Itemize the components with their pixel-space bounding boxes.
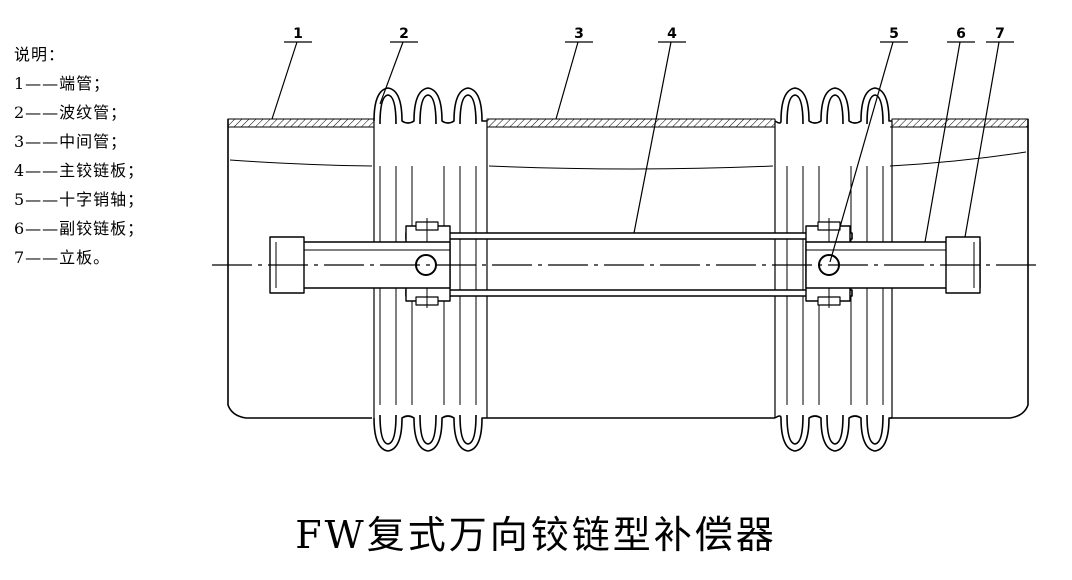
legend-item-1: 1——端管； <box>14 74 111 93</box>
legend-item-2: 2——波纹管； <box>14 103 128 122</box>
middle-pipe <box>486 118 776 419</box>
callout-4: 4 <box>667 26 677 42</box>
leader-lines <box>271 41 1014 263</box>
callout-7: 7 <box>995 26 1005 42</box>
legend-item-6: 6——副铰链板； <box>14 219 145 238</box>
legend: 说明： 1——端管； 2——波纹管； 3——中间管； 4——主铰链板； 5——十… <box>14 40 144 272</box>
right-end-pipe <box>889 118 1029 419</box>
left-bellows <box>373 87 488 452</box>
compensator-drawing: 1 2 3 4 5 6 7 <box>212 26 1042 452</box>
legend-item-5: 5——十字销轴； <box>14 190 145 209</box>
callout-2: 2 <box>399 26 409 42</box>
diagram-title: FW复式万向铰链型补偿器 <box>295 513 777 557</box>
legend-heading: 说明： <box>14 45 66 64</box>
legend-item-4: 4——主铰链板； <box>14 161 145 180</box>
left-end-pipe <box>227 118 375 419</box>
callout-5: 5 <box>889 26 899 42</box>
callout-6: 6 <box>956 26 966 42</box>
legend-item-3: 3——中间管； <box>14 132 128 151</box>
callout-numbers: 1 2 3 4 5 6 7 <box>293 26 1005 42</box>
callout-1: 1 <box>293 26 303 42</box>
legend-item-7: 7——立板。 <box>14 248 111 267</box>
main-hinge-plate <box>405 218 853 308</box>
callout-3: 3 <box>574 26 584 42</box>
